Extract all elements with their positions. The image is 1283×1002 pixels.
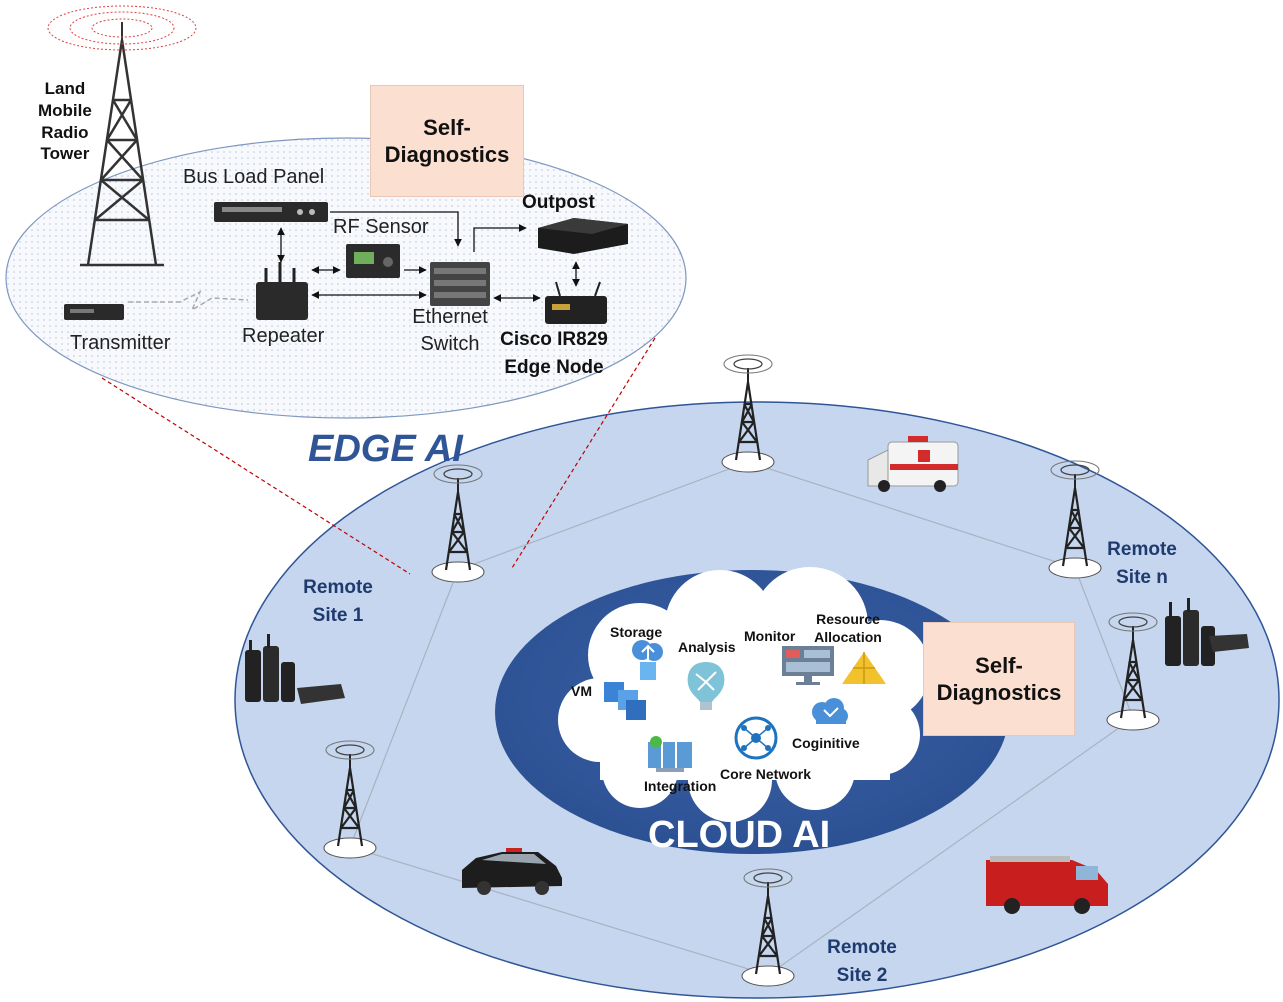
bus-load-panel-device — [214, 202, 328, 222]
remote-site-line: Remote — [827, 937, 897, 958]
tower-icon — [47, 5, 197, 267]
wireless-link — [128, 290, 249, 312]
cloud-ai-title: CLOUD AI — [648, 814, 831, 856]
repeater-device — [256, 262, 308, 320]
edge-node-label: Cisco IR829 Edge Node — [495, 326, 613, 381]
edge-ai-title: EDGE AI — [308, 428, 463, 470]
tower-label-line: Mobile — [38, 100, 92, 120]
zoom-lines — [101, 337, 656, 575]
bus-load-panel-label: Bus Load Panel — [183, 166, 325, 188]
edge-arrows — [277, 211, 580, 302]
ethernet-switch-device — [430, 262, 490, 306]
brain-icon — [687, 662, 725, 710]
outpost-device — [538, 218, 628, 254]
ethernet-switch-line: Switch — [420, 333, 480, 355]
repeater-label: Repeater — [242, 325, 325, 347]
rf-sensor-device — [346, 244, 400, 278]
edge-node-line: Cisco IR829 — [500, 329, 608, 350]
monitor-label: Monitor — [744, 628, 796, 644]
remote-site-line: Remote — [303, 577, 373, 598]
cloud-self-diagnostics-box: Self- Diagnostics — [923, 622, 1075, 736]
remote-site-line: Site 2 — [836, 964, 888, 986]
transmitter-device — [64, 304, 124, 320]
ethernet-switch-label: Ethernet Switch — [405, 304, 495, 358]
pyramid-icon — [842, 652, 886, 684]
self-diagnostics-label: Self- — [975, 652, 1023, 678]
tower-label-line: Radio — [41, 122, 89, 142]
remote-site-line: Site n — [1116, 566, 1168, 588]
remote-site-2-label: Remote Site 2 — [820, 934, 904, 989]
vm-icon — [604, 682, 646, 720]
outpost-label: Outpost — [522, 192, 595, 213]
edge-self-diagnostics-box: Self- Diagnostics — [370, 85, 524, 197]
rf-sensor-label: RF Sensor — [333, 216, 429, 238]
integration-label: Integration — [644, 778, 717, 794]
radio-icon — [245, 634, 345, 704]
analysis-label: Analysis — [678, 639, 736, 655]
radio-icon — [1165, 598, 1249, 666]
resource-allocation-line: Allocation — [814, 629, 882, 646]
self-diagnostics-label: Diagnostics — [936, 680, 1062, 705]
storage-label: Storage — [610, 624, 663, 640]
storage-icon — [632, 640, 663, 680]
ambulance-icon — [867, 436, 959, 492]
core-network-label: Core Network — [720, 766, 812, 782]
tower-label: Land Mobile Radio Tower — [38, 78, 92, 165]
remote-site-n-label: Remote Site n — [1100, 536, 1184, 591]
network-icon — [734, 716, 778, 760]
cognitive-label: Coginitive — [792, 735, 860, 751]
self-diagnostics-label: Diagnostics — [384, 142, 510, 167]
tower-label-line: Tower — [40, 144, 90, 164]
cognitive-icon — [812, 698, 848, 724]
police-car-icon — [462, 848, 562, 895]
tower-label-line: Land — [44, 79, 86, 98]
edge-detail-region — [5, 137, 687, 419]
monitor-icon — [782, 646, 834, 685]
vm-label: VM — [571, 683, 592, 699]
edge-node-line: Edge Node — [504, 356, 604, 378]
fire-truck-icon — [986, 856, 1108, 914]
remote-site-line: Remote — [1107, 539, 1177, 560]
transmitter-label: Transmitter — [70, 332, 171, 354]
puzzle-icon — [648, 736, 692, 772]
remote-site-1-label: Remote Site 1 — [296, 574, 380, 629]
edge-node-device — [545, 281, 607, 324]
ethernet-switch-line: Ethernet — [412, 306, 488, 328]
self-diagnostics-label: Self- — [423, 114, 471, 140]
resource-allocation-line: Resource — [816, 611, 880, 627]
remote-site-line: Site 1 — [312, 604, 364, 626]
resource-allocation-label: Resource Allocation — [806, 610, 890, 646]
